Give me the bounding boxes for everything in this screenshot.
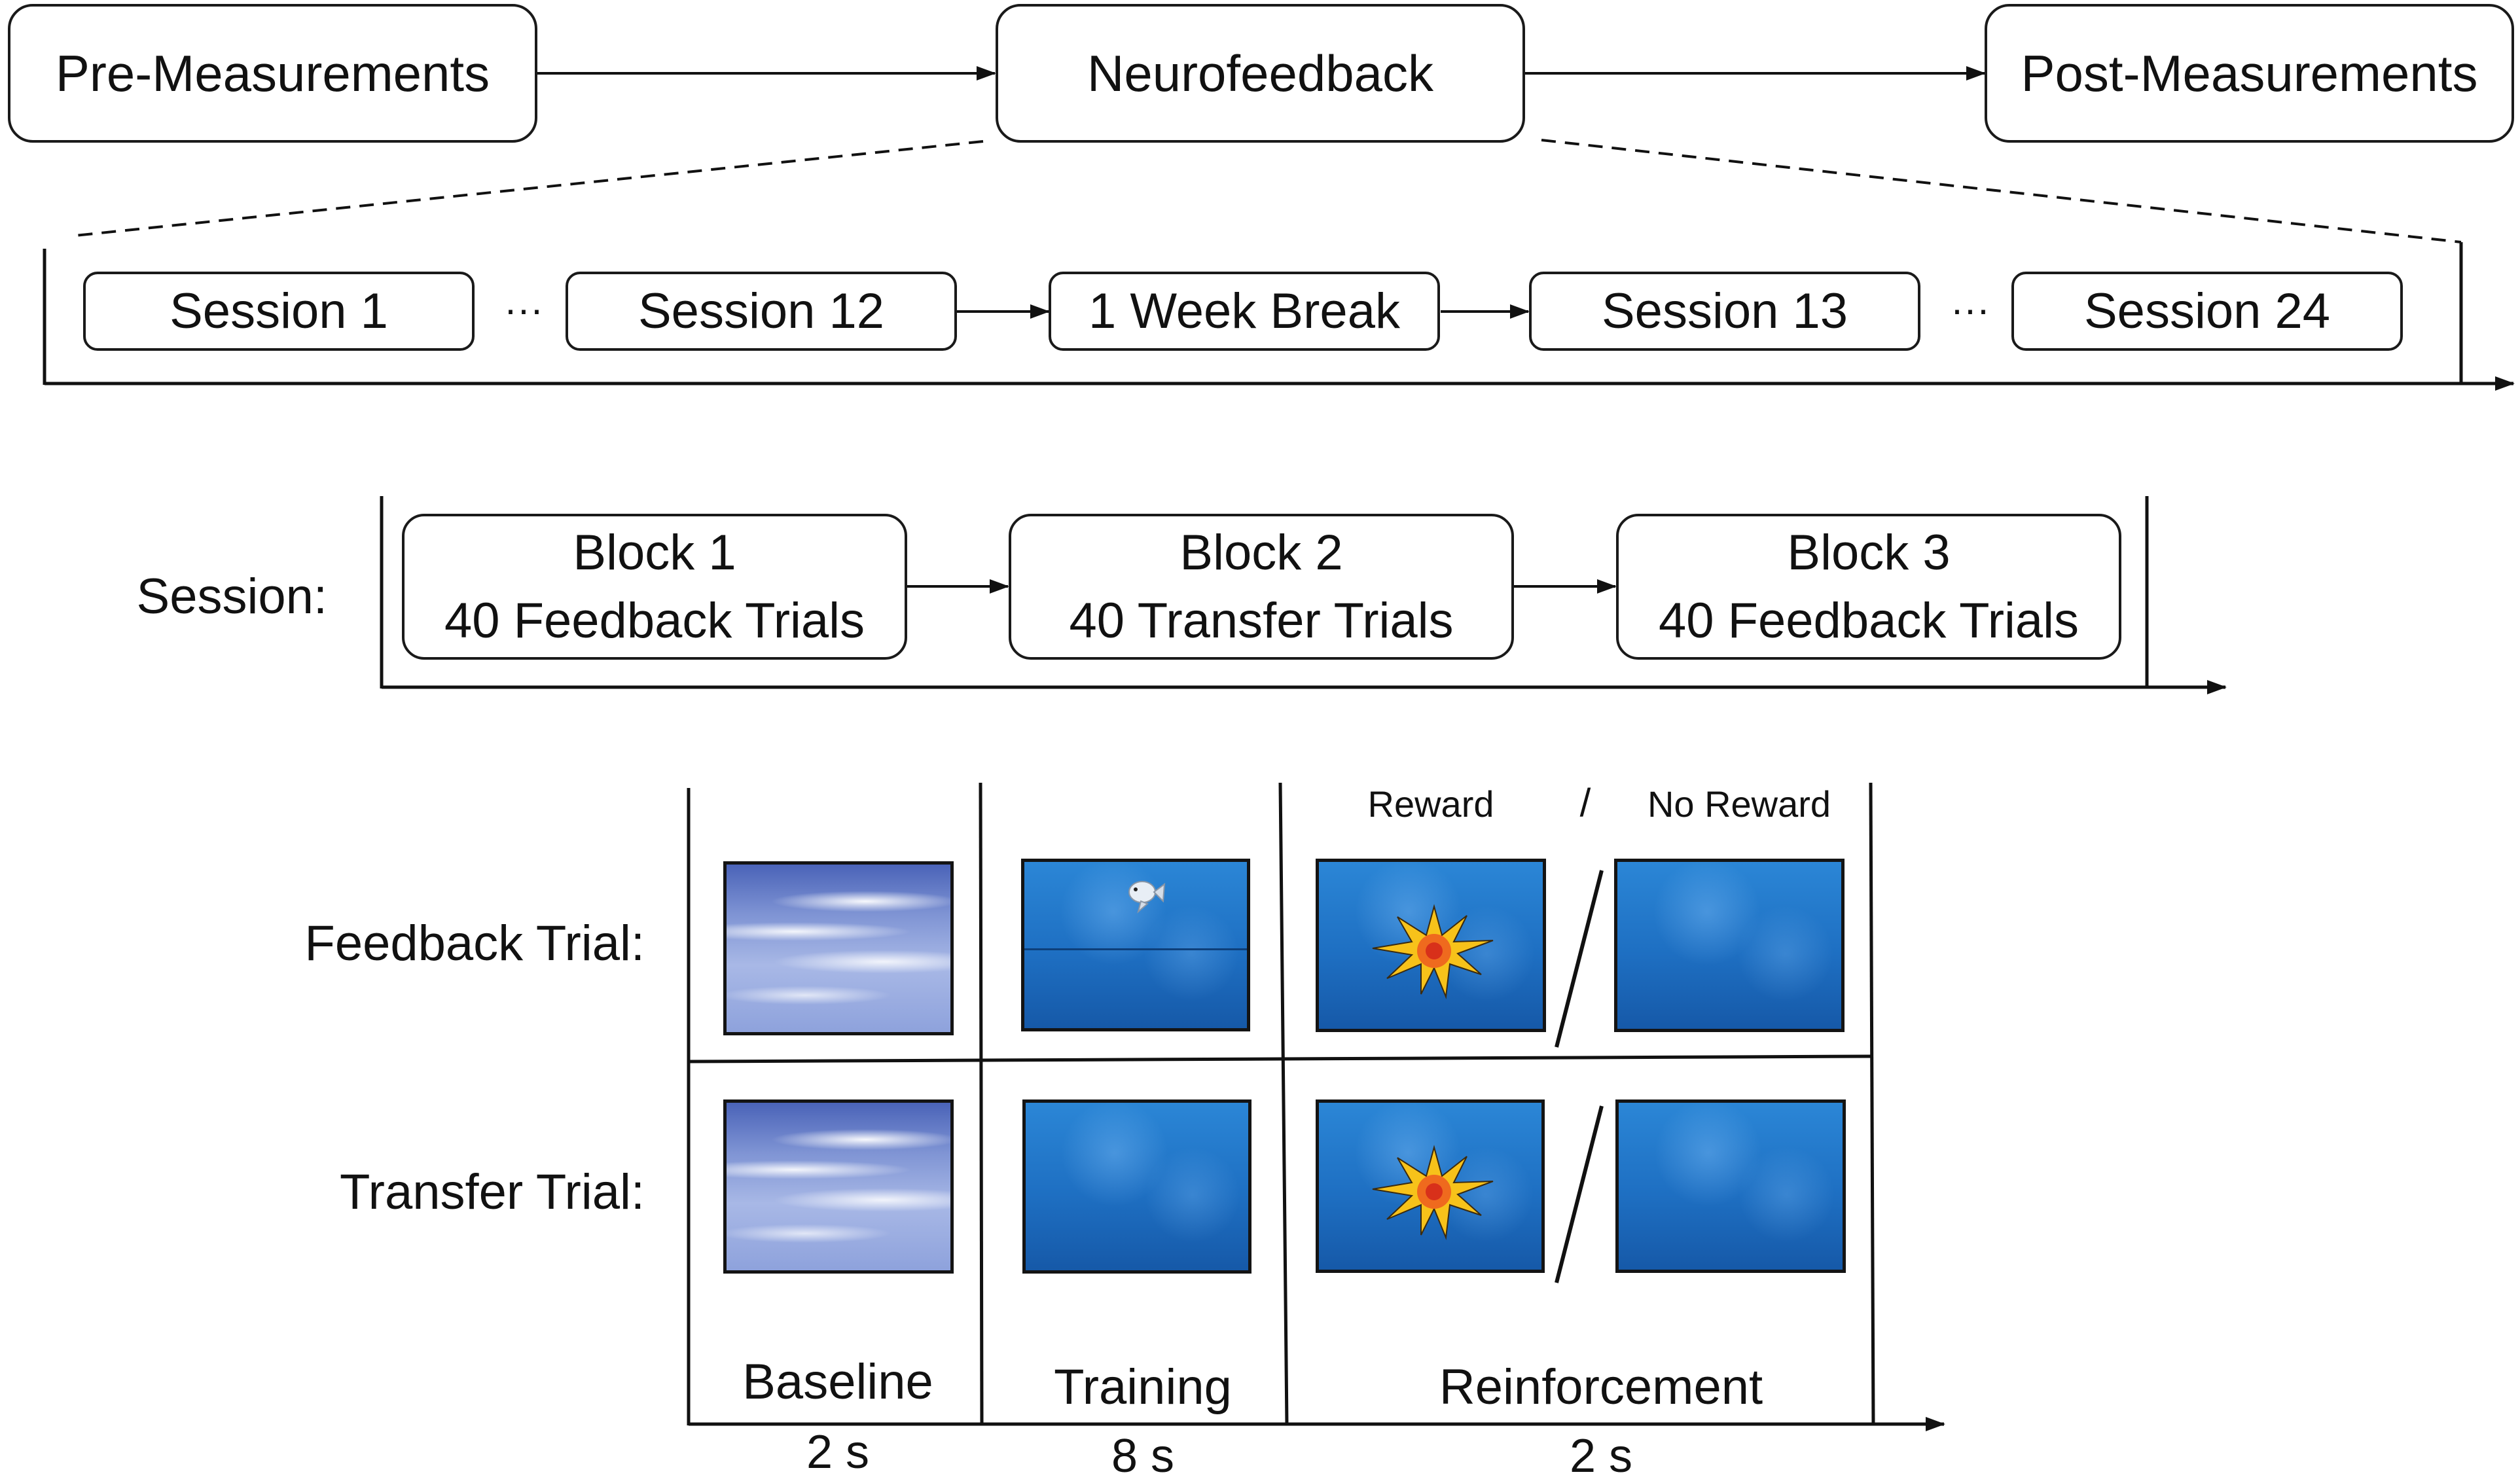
zoom-line-right: [1541, 139, 2462, 243]
ellipsis-1: ···: [504, 287, 543, 331]
block-1-title: Block 1: [573, 524, 736, 581]
session-24-label: Session 24: [2083, 283, 2331, 339]
ellipsis-2: ···: [1951, 287, 1990, 331]
reward-label: Reward: [1367, 783, 1494, 825]
sun-burst-icon: [1372, 1145, 1494, 1240]
block-3-box: Block 3 40 Feedback Trials: [1616, 514, 2121, 660]
block-1-subtitle: 40 Feedback Trials: [444, 592, 865, 649]
fish-icon: [1128, 881, 1166, 914]
block-3-subtitle: 40 Feedback Trials: [1658, 592, 2079, 649]
trial-grid-mid: [688, 1054, 1874, 1063]
feedback-no-reward-ocean-image: [1614, 859, 1845, 1032]
session-24-box: Session 24: [2011, 272, 2403, 351]
week-break-label: 1 Week Break: [1089, 283, 1400, 339]
session-12-label: Session 12: [638, 283, 885, 339]
feedback-trial-label: Feedback Trial:: [304, 916, 645, 971]
post-measurements-box: Post-Measurements: [1985, 4, 2514, 143]
neurofeedback-label: Neurofeedback: [1087, 44, 1433, 102]
transfer-no-reward-ocean-image: [1615, 1099, 1846, 1273]
session-13-label: Session 13: [1601, 283, 1848, 339]
pre-measurements-box: Pre-Measurements: [8, 4, 537, 143]
transfer-trial-label: Transfer Trial:: [340, 1164, 645, 1220]
sun-burst-icon: [1372, 904, 1494, 999]
post-measurements-label: Post-Measurements: [2021, 44, 2478, 102]
phase-reinforcement-label: Reinforcement: [1439, 1359, 1763, 1415]
duration-training: 8 s: [1111, 1430, 1175, 1482]
transfer-reward-ocean-image: [1316, 1099, 1545, 1273]
feedback-reward-ocean-image: [1316, 859, 1546, 1032]
pre-measurements-label: Pre-Measurements: [55, 44, 490, 102]
phase-training-label: Training: [1054, 1359, 1232, 1415]
block-2-box: Block 2 40 Transfer Trials: [1009, 514, 1514, 660]
session-1-label: Session 1: [170, 283, 388, 339]
trial-grid-div1: [979, 782, 984, 1426]
block-3-title: Block 3: [1787, 524, 1951, 581]
duration-baseline: 2 s: [806, 1426, 870, 1478]
phase-baseline-label: Baseline: [742, 1354, 933, 1410]
block-2-title: Block 2: [1179, 524, 1343, 581]
target-line: [1024, 948, 1247, 950]
zoom-line-left: [75, 140, 984, 237]
transfer-training-ocean-image: [1022, 1099, 1251, 1274]
slash-transfer: [1555, 1105, 1604, 1283]
neurofeedback-box: Neurofeedback: [996, 4, 1525, 143]
block-1-box: Block 1 40 Feedback Trials: [402, 514, 907, 660]
week-break-box: 1 Week Break: [1049, 272, 1440, 351]
no-reward-label: No Reward: [1647, 783, 1831, 825]
feedback-training-ocean-image: [1021, 859, 1250, 1031]
session-13-box: Session 13: [1529, 272, 1920, 351]
feedback-baseline-sky-image: [723, 861, 954, 1035]
trial-grid-right: [1869, 782, 1875, 1426]
session-1-box: Session 1: [83, 272, 475, 351]
block-2-subtitle: 40 Transfer Trials: [1069, 592, 1454, 649]
duration-reinforcement: 2 s: [1569, 1430, 1633, 1482]
slash-feedback: [1555, 870, 1604, 1048]
trial-grid-div2: [1278, 782, 1289, 1426]
session-row-label: Session:: [136, 569, 328, 624]
session-12-box: Session 12: [566, 272, 957, 351]
transfer-baseline-sky-image: [723, 1099, 954, 1274]
reward-slash: /: [1579, 781, 1591, 825]
